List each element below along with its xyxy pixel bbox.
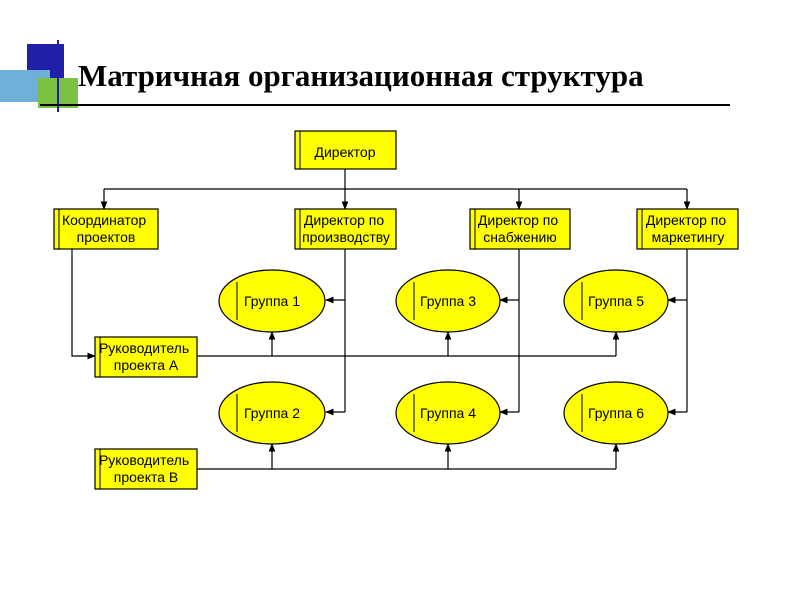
- node-group1-text: Группа 1: [244, 293, 300, 309]
- node-group6: Группа 6: [563, 381, 669, 445]
- node-dir-marketing: Директор по маркетингу: [636, 208, 739, 250]
- node-coordinator-text: Координатор проектов: [62, 212, 150, 245]
- decor-line-vertical: [57, 40, 59, 112]
- node-group3-text: Группа 3: [420, 293, 476, 309]
- node-dir-supply: Директор по снабжению: [469, 208, 571, 250]
- node-group2-text: Группа 2: [244, 405, 300, 421]
- node-group5-text: Группа 5: [588, 293, 644, 309]
- node-director-text: Директор: [315, 144, 376, 160]
- node-dir-supply-text: Директор по снабжению: [478, 212, 562, 245]
- node-dir-production-text: Директор по производству: [302, 212, 390, 245]
- node-group3: Группа 3: [395, 269, 501, 333]
- connectors: [71, 169, 691, 470]
- node-coordinator: Координатор проектов: [53, 208, 159, 250]
- title-underline: [40, 104, 730, 106]
- node-dir-production: Директор по производству: [294, 208, 397, 250]
- connector-coordinator-manager-a: [71, 249, 96, 360]
- node-manager-a-text: Руководитель проекта А: [99, 340, 193, 373]
- node-manager-a: Руководитель проекта А: [94, 336, 198, 378]
- node-group4-text: Группа 4: [420, 405, 476, 421]
- node-manager-b: Руководитель проекта В: [94, 448, 198, 490]
- node-group1: Группа 1: [218, 269, 326, 333]
- slide-title: Матричная организационная структура: [78, 58, 644, 93]
- node-group2: Группа 2: [218, 381, 326, 445]
- node-group6-text: Группа 6: [588, 405, 644, 421]
- node-dir-marketing-text: Директор по маркетингу: [646, 212, 730, 245]
- node-group4: Группа 4: [395, 381, 501, 445]
- node-manager-b-text: Руководитель проекта В: [99, 452, 193, 485]
- node-group5: Группа 5: [563, 269, 669, 333]
- node-director: Директор: [294, 130, 397, 170]
